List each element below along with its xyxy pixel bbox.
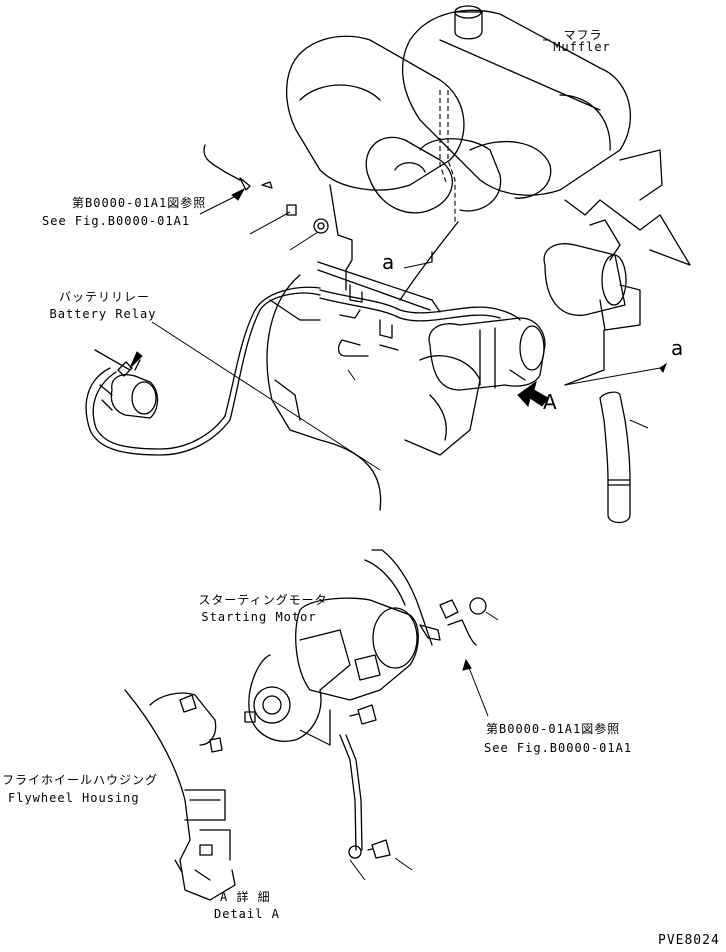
cable-route-top-drawing — [317, 221, 459, 381]
marker-a-left: a — [382, 250, 395, 274]
ref-top-label-jp: 第B0000-01A1図参照 — [72, 196, 207, 210]
battery-relay-drawing — [85, 286, 321, 456]
starting-motor-label-en: Starting Motor — [201, 610, 317, 624]
fuel-filter-drawing — [543, 219, 641, 386]
flywheel-housing-drawing — [124, 689, 236, 901]
starting-motor-detail-drawing — [244, 549, 441, 746]
ref-bottom-label-en: See Fig.B0000-01A1 — [484, 741, 633, 755]
detail-label-en: Detail A — [214, 907, 280, 921]
air-cleaner-drawing — [285, 35, 465, 191]
engine-block-drawing — [266, 149, 691, 511]
leader-lines-top — [151, 39, 550, 471]
flywheel-label-en: Flywheel Housing — [8, 791, 140, 805]
muffler-drawing — [401, 5, 632, 196]
marker-a-left-arrow — [403, 251, 433, 269]
flywheel-label-jp: フライホイールハウジング — [2, 773, 159, 787]
starting-motor-label-jp: スターティングモータ — [198, 593, 328, 607]
detail-label-jp: A 詳 細 — [220, 890, 271, 904]
muffler-label-jp: マフラ — [563, 28, 603, 42]
ref-bottom-label-jp: 第B0000-01A1図参照 — [486, 722, 621, 736]
view-arrow-A-label: A — [543, 390, 557, 414]
battery-relay-label-en: Battery Relay — [49, 307, 157, 321]
drawing-code: PVE8024 — [658, 933, 720, 948]
starting-motor-top-drawing — [319, 289, 546, 391]
marker-a-right: a — [671, 336, 684, 360]
view-arrow-A-drawing — [517, 380, 549, 408]
ref-top-label-en: See Fig.B0000-01A1 — [42, 214, 191, 228]
ref-top-parts-drawing — [203, 144, 329, 251]
ground-cable-drawing — [299, 704, 413, 881]
muffler-label-en: Muffler — [553, 40, 611, 54]
intake-elbows-drawing — [365, 90, 552, 225]
remote-pipe-a-drawing — [564, 362, 668, 524]
ref-bottom-parts-drawing — [439, 597, 499, 717]
battery-relay-label-jp: バッテリリレー — [58, 290, 150, 304]
